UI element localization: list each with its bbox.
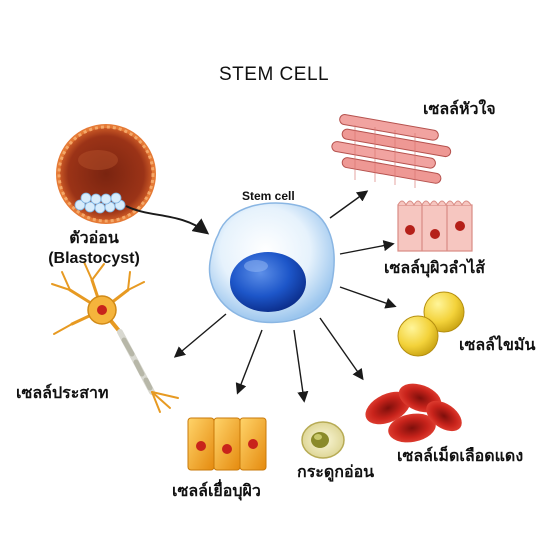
heart-cell-illustration xyxy=(331,114,452,188)
intestine-cell-illustration xyxy=(397,200,473,252)
epithelium-cell-label: เซลล์เยื่อบุผิว xyxy=(172,483,261,500)
stem-cell-label: Stem cell xyxy=(242,189,295,203)
differentiation-arrows xyxy=(173,190,397,403)
blastocyst-label-english: (Blastocyst) xyxy=(48,250,140,267)
neuron-cell-label: เซลล์ประสาท xyxy=(16,385,109,402)
blastocyst-illustration xyxy=(56,124,156,224)
epithelium-cell-illustration xyxy=(187,417,267,471)
blood-cell-illustration xyxy=(365,383,462,443)
fat-cell-illustration xyxy=(397,291,465,357)
heart-cell-label: เซลล์หัวใจ xyxy=(423,101,496,118)
diagram-title: STEM CELL xyxy=(219,64,330,85)
cartilage-cell-illustration xyxy=(301,421,345,459)
cartilage-cell-label: กระดูกอ่อน xyxy=(297,464,375,481)
blastocyst-label-thai: ตัวอ่อน xyxy=(69,230,119,247)
blood-cell-label: เซลล์เม็ดเลือดแดง xyxy=(397,448,524,465)
neuron-illustration xyxy=(51,261,179,413)
blastocyst-arrow xyxy=(125,205,210,235)
intestine-cell-label: เซลล์บุผิวลำไส้ xyxy=(384,260,486,277)
fat-cell-label: เซลล์ไขมัน xyxy=(459,337,536,354)
stem-cell-illustration xyxy=(208,202,335,324)
